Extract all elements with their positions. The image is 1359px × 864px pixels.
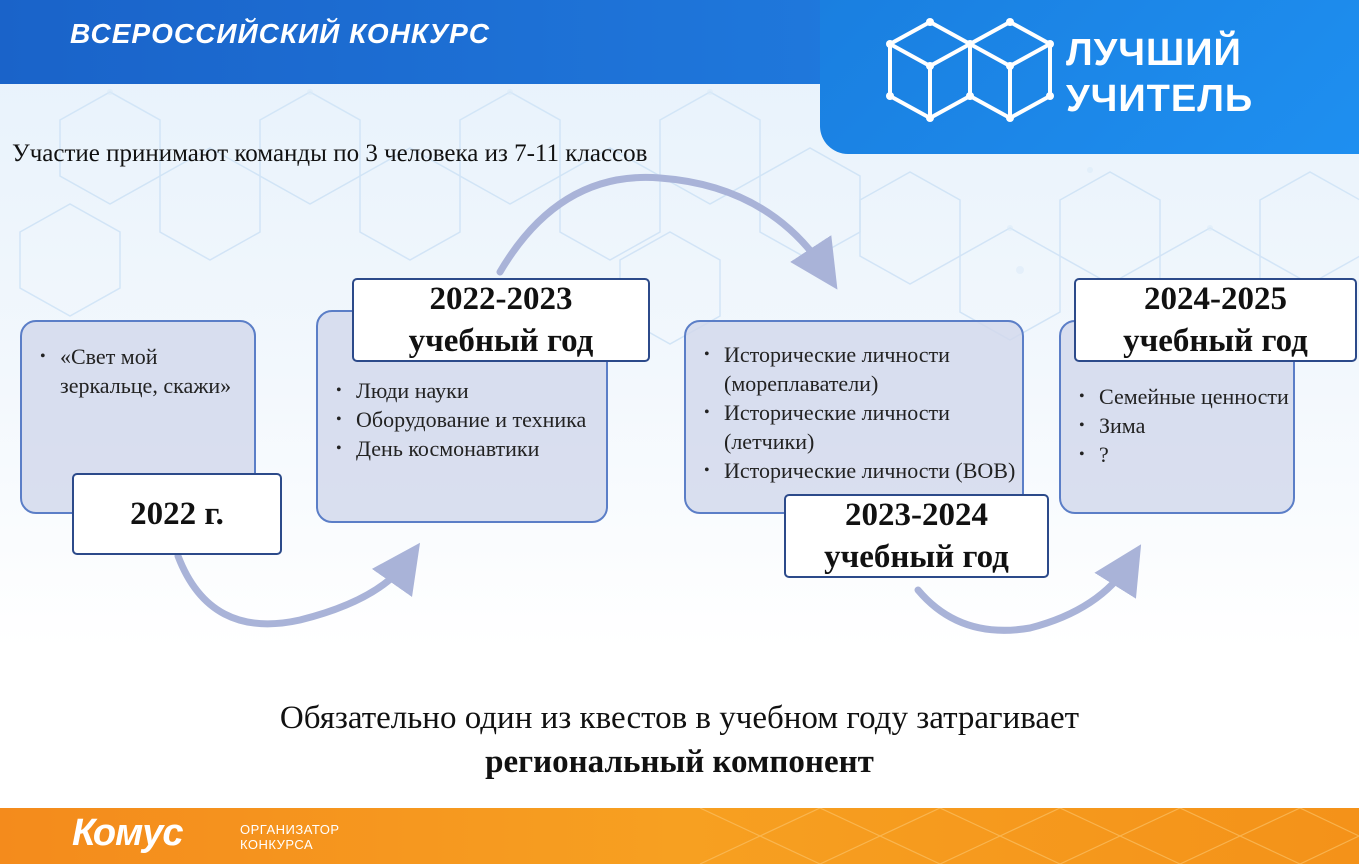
bottom-note-line-1: Обязательно один из квестов в учебном го… (279, 700, 1080, 736)
list-item: Семейные ценности (1079, 382, 1293, 411)
footer-band (0, 808, 1359, 864)
list-item: «Свет мой зеркальце, скажи» (40, 342, 254, 400)
logo-panel (820, 0, 1359, 154)
arrow-1 (174, 542, 421, 628)
stage-card-3: Исторические личности (мореплаватели) Ис… (684, 320, 1024, 514)
stage-label-3: 2023-2024 учебный год (784, 494, 1049, 578)
stage-label-period: учебный год (1123, 323, 1308, 359)
stage-label-period: учебный год (408, 323, 594, 359)
list-item: Люди науки (336, 376, 606, 405)
stage-label-2: 2022-2023 учебный год (352, 278, 650, 362)
list-item: Исторические личности (мореплаватели) (704, 340, 1022, 398)
logo-line-1: ЛУЧШИЙ (1066, 32, 1242, 74)
list-item: Исторические личности (летчики) (704, 398, 1022, 456)
stage-label-text: 2022 г. (130, 496, 224, 532)
footer-caption-line-2: КОНКУРСА (240, 837, 314, 852)
stage-list-1: «Свет мой зеркальце, скажи» (22, 342, 254, 400)
arrow-3 (914, 544, 1142, 634)
stage-list-4: Семейные ценности Зима ? (1061, 382, 1293, 469)
list-item: ? (1079, 440, 1293, 469)
subtitle: Участие принимают команды по 3 человека … (12, 140, 648, 167)
stage-label-year: 2023-2024 (845, 497, 988, 533)
stage-list-2: Люди науки Оборудование и техника День к… (318, 376, 606, 463)
stage-label-period: учебный год (824, 539, 1009, 575)
stage-label-year: 2024-2025 (1144, 281, 1287, 317)
cubes-logo-icon (886, 18, 1054, 122)
list-item: День космонавтики (336, 434, 606, 463)
footer-pattern (699, 808, 1359, 864)
stage-label-4: 2024-2025 учебный год (1074, 278, 1357, 362)
logo-text: ЛУЧШИЙ УЧИТЕЛЬ (1066, 30, 1253, 122)
footer-caption-line-1: ОРГАНИЗАТОР (240, 822, 340, 837)
bottom-note-line-2: региональный компонент (485, 744, 874, 780)
header-band (0, 0, 840, 84)
komus-logo: Комус (72, 812, 184, 854)
list-item: Оборудование и техника (336, 405, 606, 434)
header-title: ВСЕРОССИЙСКИЙ КОНКУРС (70, 18, 490, 49)
stage-label-year: 2022-2023 (429, 281, 573, 317)
logo-line-2: УЧИТЕЛЬ (1066, 78, 1254, 120)
list-item: Исторические личности (ВОВ) (704, 456, 1022, 485)
list-item: Зима (1079, 411, 1293, 440)
stage-list-3: Исторические личности (мореплаватели) Ис… (686, 340, 1022, 485)
footer-caption: ОРГАНИЗАТОР КОНКУРСА (240, 822, 340, 852)
stage-label-1: 2022 г. (72, 473, 282, 555)
arrow-2 (496, 173, 838, 290)
